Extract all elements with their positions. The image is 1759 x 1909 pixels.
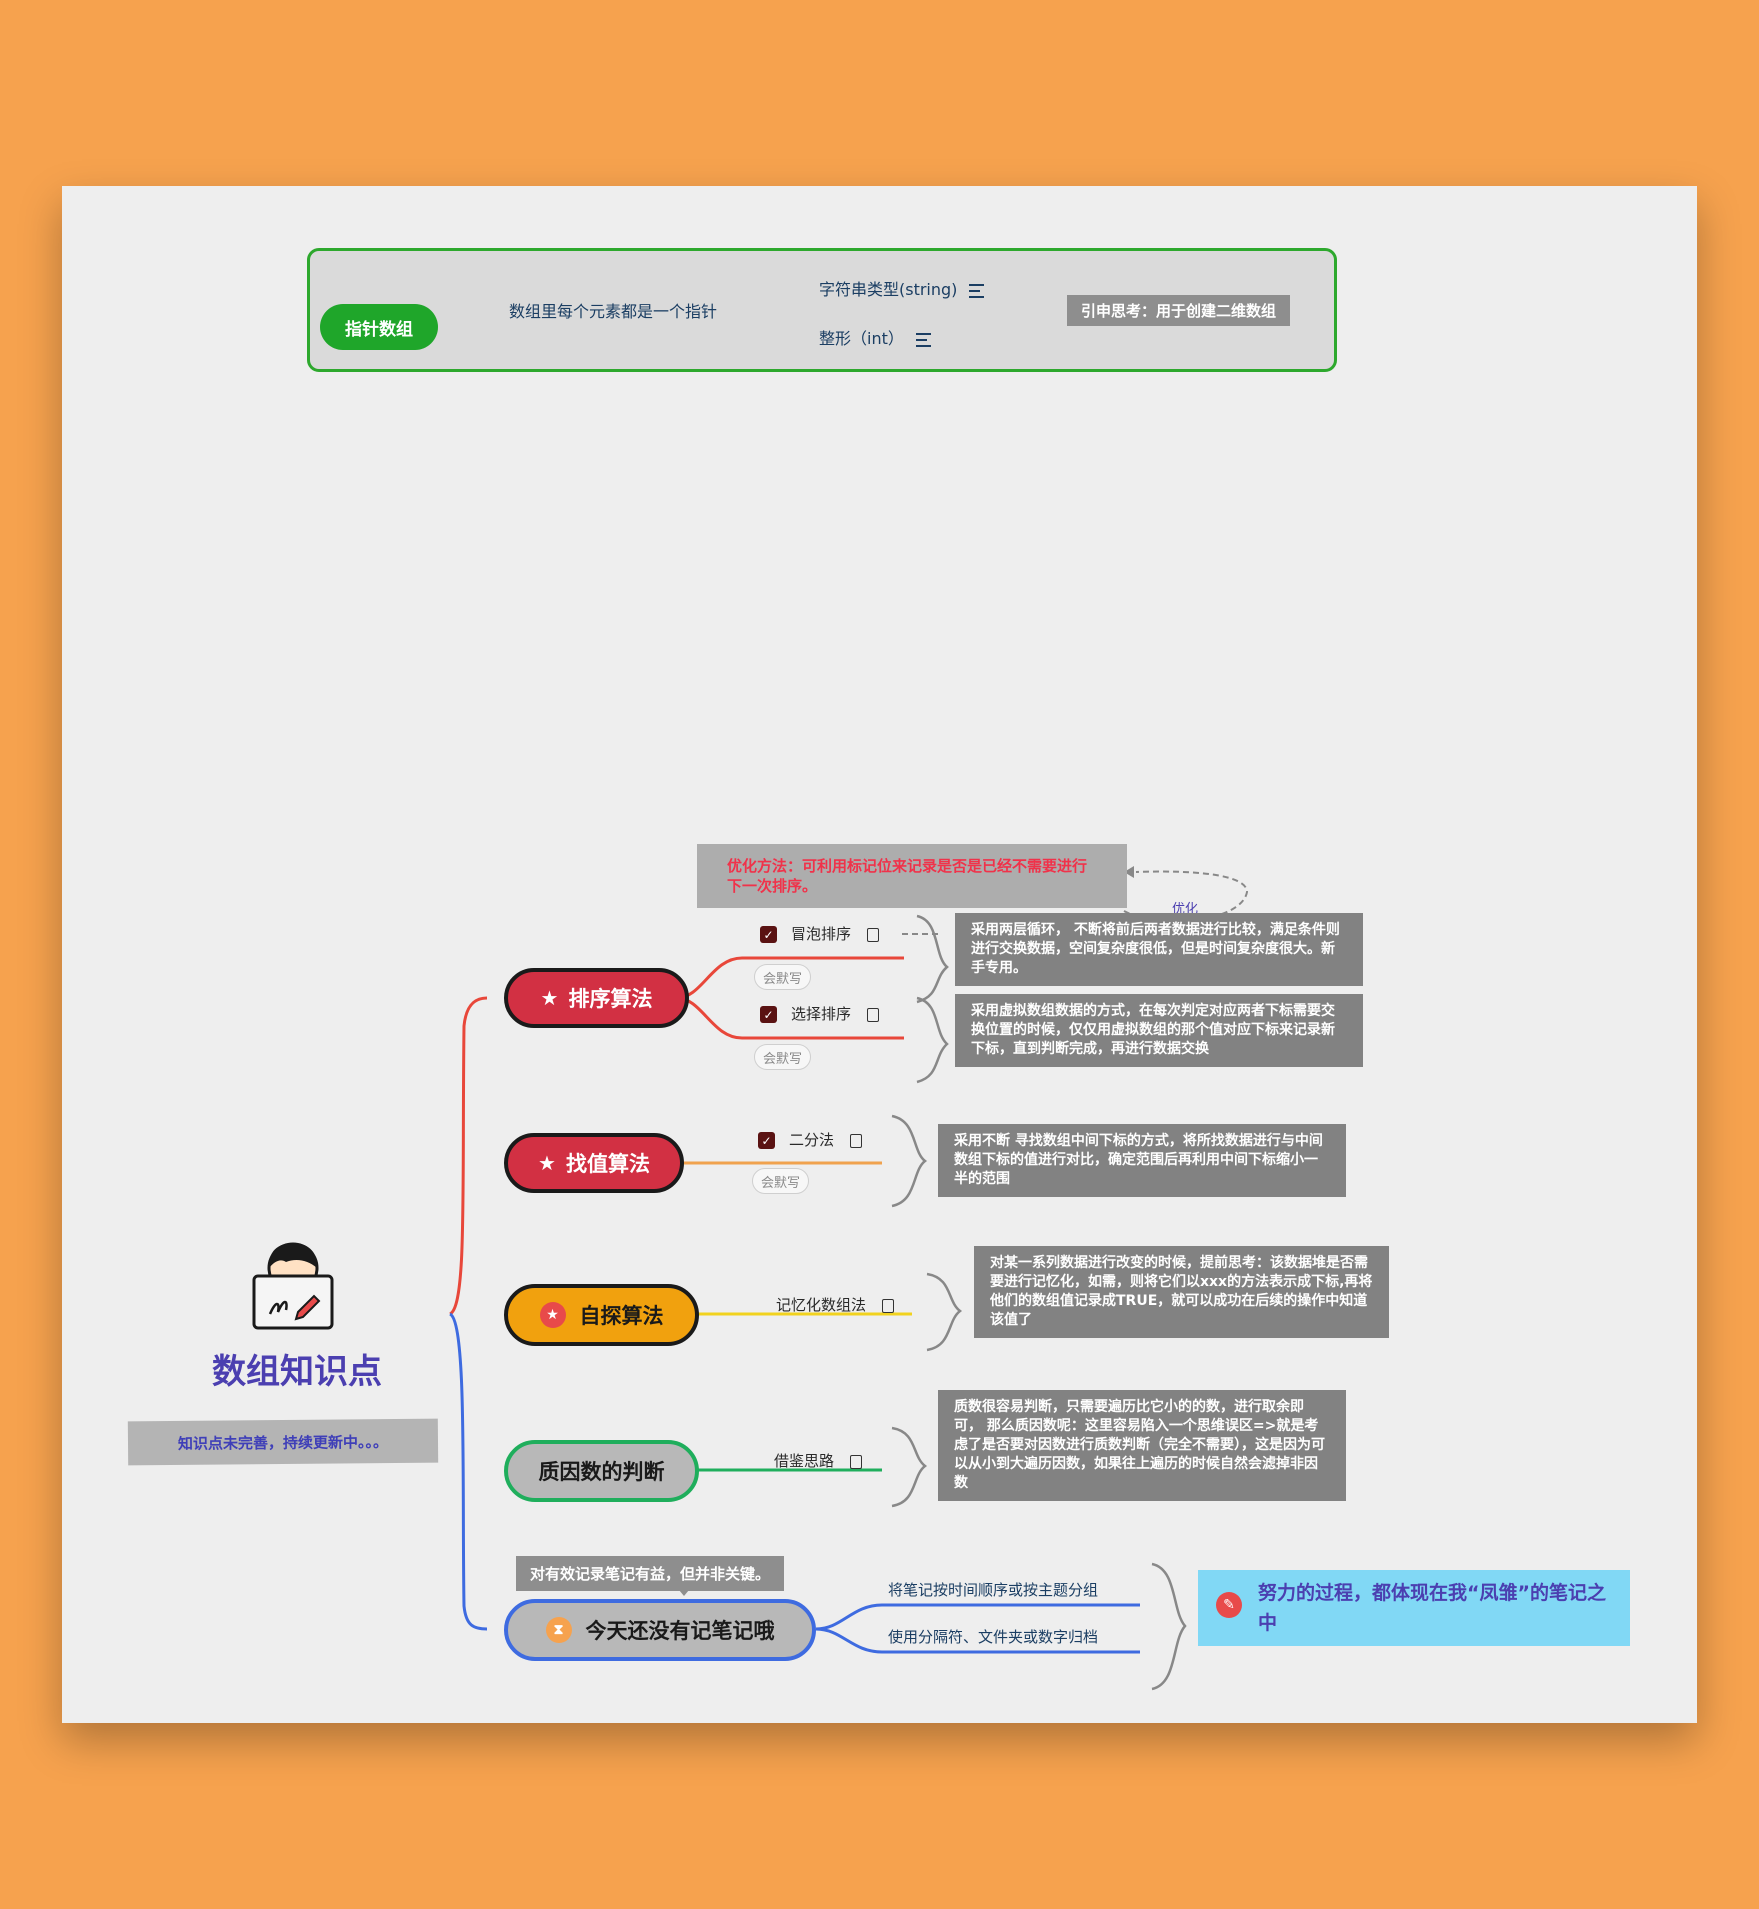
pointer-array-summary[interactable]: 引申思考：用于创建二维数组 xyxy=(1067,295,1291,326)
explore-algorithm-title: 自探算法 xyxy=(579,1304,664,1328)
optimization-note[interactable]: 优化方法：可利用标记位来记录是否是已经不需要进行下一次排序。 xyxy=(697,844,1127,908)
note-icon[interactable] xyxy=(882,1298,895,1313)
central-topic-title[interactable]: 数组知识点 xyxy=(212,1352,382,1392)
star-icon: ★ xyxy=(538,1151,556,1175)
bubble-sort-tag[interactable]: 会默写 xyxy=(754,964,812,990)
explore-algorithm-node[interactable]: ★ 自探算法 xyxy=(504,1284,699,1346)
note-icon[interactable] xyxy=(850,1454,863,1469)
memo-array-label: 记忆化数组法 xyxy=(776,1296,867,1314)
int-type-item[interactable]: 整形（int） xyxy=(819,325,931,349)
effort-summary-text: 努力的过程，都体现在我“凤雏”的笔记之中 xyxy=(1258,1582,1606,1634)
checkbox-checked-icon[interactable]: ✓ xyxy=(758,1132,775,1149)
bubble-sort-label: 冒泡排序 xyxy=(791,925,852,943)
prime-factor-node[interactable]: 质因数的判断 xyxy=(504,1440,699,1502)
today-notes-title: 今天还没有记笔记哦 xyxy=(585,1619,775,1643)
checkbox-checked-icon[interactable]: ✓ xyxy=(760,1006,777,1023)
binary-search-tag[interactable]: 会默写 xyxy=(752,1168,810,1194)
note-icon[interactable] xyxy=(850,1133,863,1148)
hourglass-icon: ⧗ xyxy=(545,1617,572,1643)
reference-idea-label: 借鉴思路 xyxy=(774,1452,835,1470)
sort-algorithm-node[interactable]: ★ 排序算法 xyxy=(504,968,689,1028)
central-topic-subtitle: 知识点未完善，持续更新中。。。 xyxy=(127,1418,439,1466)
archive-notes-item[interactable]: 使用分隔符、文件夹或数字归档 xyxy=(888,1628,1099,1646)
search-algorithm-node[interactable]: ★ 找值算法 xyxy=(504,1133,684,1193)
notes-lines-icon[interactable] xyxy=(915,332,931,347)
memo-array-item[interactable]: 记忆化数组法 xyxy=(776,1294,895,1315)
bubble-sort-note[interactable]: 采用两层循环， 不断将前后两者数据进行比较，满足条件则进行交换数据，空间复杂度很… xyxy=(955,913,1363,986)
group-notes-item[interactable]: 将笔记按时间顺序或按主题分组 xyxy=(888,1581,1099,1599)
sort-algorithm-title: 排序算法 xyxy=(568,987,653,1011)
star-icon: ★ xyxy=(539,1302,566,1328)
string-type-label: 字符串类型(string) xyxy=(819,280,958,299)
pointer-array-branch[interactable]: 数组里每个元素都是一个指针 xyxy=(509,302,718,321)
int-type-label: 整形（int） xyxy=(819,329,904,348)
person-at-laptop-icon xyxy=(252,1242,334,1330)
selection-sort-note[interactable]: 采用虚拟数组数据的方式，在每次判定对应两者下标需要交换位置的时候，仅仅用虚拟数组… xyxy=(955,994,1363,1067)
pointer-array-title: 指针数组 xyxy=(345,319,413,340)
notes-lines-icon[interactable] xyxy=(969,283,985,298)
binary-search-item[interactable]: ✓ 二分法 xyxy=(758,1129,863,1150)
note-icon[interactable] xyxy=(867,927,880,942)
reference-idea-note[interactable]: 质数很容易判断，只需要遍历比它小的的数，进行取余即可， 那么质因数呢：这里容易陷… xyxy=(938,1390,1346,1501)
binary-search-label: 二分法 xyxy=(789,1131,835,1149)
string-type-item[interactable]: 字符串类型(string) xyxy=(819,276,985,300)
selection-sort-label: 选择排序 xyxy=(791,1005,852,1023)
connector-lines xyxy=(437,260,1249,1691)
prime-factor-title: 质因数的判断 xyxy=(538,1460,665,1484)
note-icon[interactable] xyxy=(867,1007,880,1022)
selection-sort-item[interactable]: ✓ 选择排序 xyxy=(760,1003,880,1024)
search-algorithm-title: 找值算法 xyxy=(565,1152,650,1176)
bubble-sort-item[interactable]: ✓ 冒泡排序 xyxy=(760,923,880,944)
effort-summary[interactable]: ✎ 努力的过程，都体现在我“凤雏”的笔记之中 xyxy=(1198,1570,1630,1646)
selection-sort-tag[interactable]: 会默写 xyxy=(754,1044,812,1070)
pointer-array-node[interactable]: 指针数组 xyxy=(320,304,438,350)
reference-idea-item[interactable]: 借鉴思路 xyxy=(774,1450,863,1471)
memo-array-note[interactable]: 对某一系列数据进行改变的时候，提前思考：该数据堆是否需要进行记忆化，如需，则将它… xyxy=(974,1246,1389,1338)
notes-callout[interactable]: 对有效记录笔记有益，但并非关键。 xyxy=(516,1556,785,1591)
checkbox-checked-icon[interactable]: ✓ xyxy=(760,926,777,943)
today-notes-node[interactable]: ⧗ 今天还没有记笔记哦 xyxy=(504,1599,816,1661)
pin-icon: ✎ xyxy=(1216,1592,1242,1618)
mindmap-canvas: 指针数组 数组里每个元素都是一个指针 字符串类型(string) 整形（int）… xyxy=(62,186,1697,1723)
star-icon: ★ xyxy=(540,986,559,1010)
binary-search-note[interactable]: 采用不断 寻找数组中间下标的方式，将所找数据进行与中间数组下标的值进行对比，确定… xyxy=(938,1124,1346,1197)
